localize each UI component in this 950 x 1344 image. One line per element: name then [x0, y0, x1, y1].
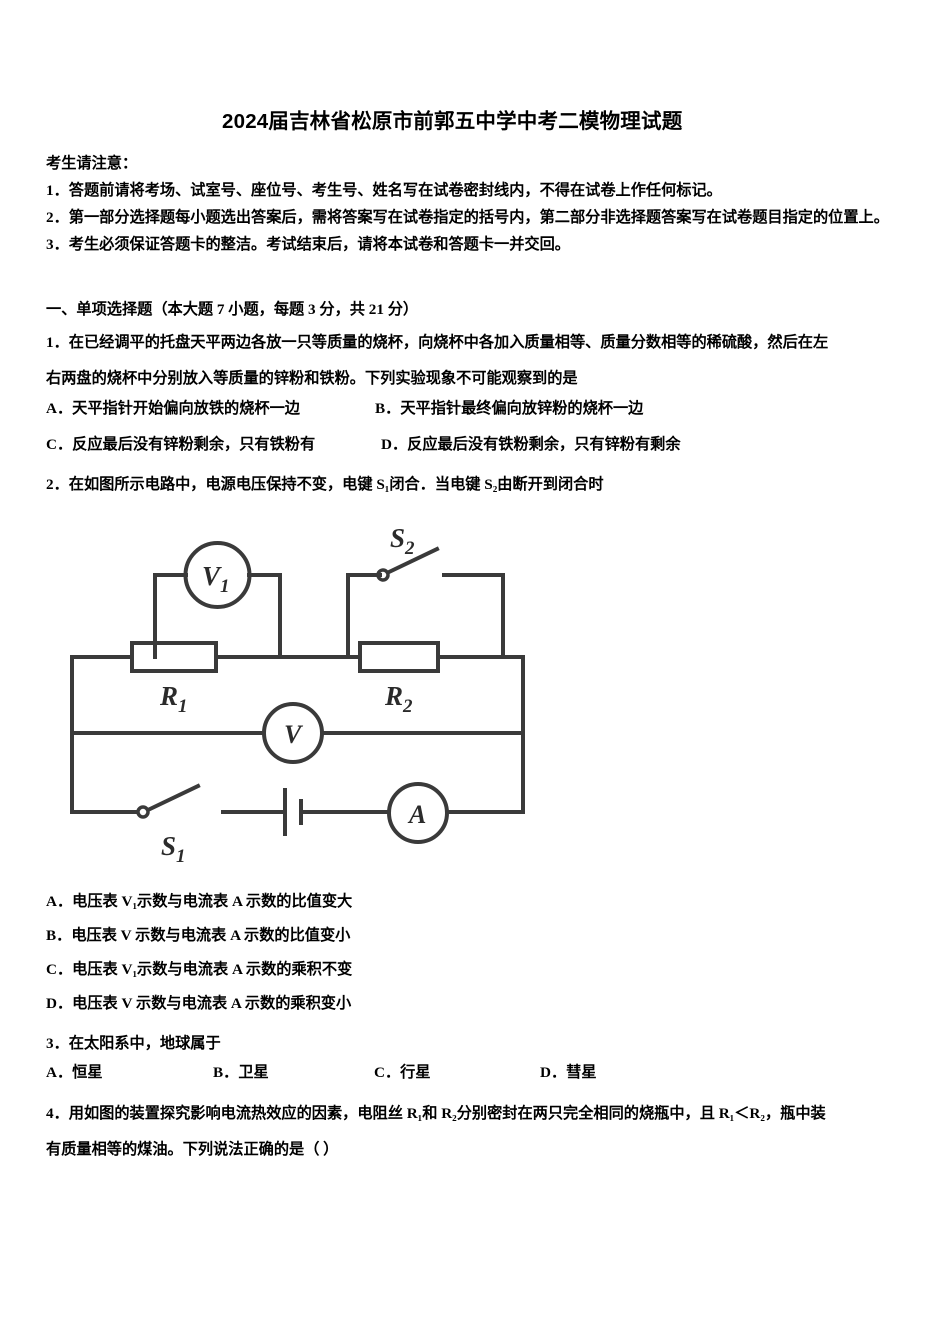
resistor-r1-label: R1: [159, 681, 188, 717]
notice-item-1: 1．答题前请将考场、试室号、座位号、考生号、姓名写在试卷密封线内，不得在试卷上作…: [46, 182, 722, 199]
section-heading: 一、单项选择题（本大题 7 小题，每题 3 分，共 21 分）: [46, 301, 419, 318]
candidate-notice: 考生请注意： 1．答题前请将考场、试室号、座位号、考生号、姓名写在试卷密封线内，…: [46, 150, 918, 258]
switch-s1-label: S1: [161, 831, 186, 867]
question-1-option-c[interactable]: C．反应最后没有锌粉剩余，只有铁粉有: [46, 436, 316, 453]
question-3-option-b[interactable]: B．卫星: [213, 1064, 269, 1081]
switch-s2-blade: [386, 546, 440, 575]
question-1-stem-line-2: 右两盘的烧杯中分别放入等质量的锌粉和铁粉。下列实验现象不可能观察到的是: [46, 370, 578, 387]
switch-s2-label: S2: [390, 523, 415, 559]
question-3-option-c[interactable]: C．行星: [374, 1064, 431, 1081]
question-2-option-b[interactable]: B．电压表 V 示数与电流表 A 示数的比值变小: [46, 927, 351, 944]
resistor-r2-label: R2: [384, 681, 413, 717]
question-2-option-a[interactable]: A．电压表 V₁示数与电流表 A 示数的比值变大: [46, 893, 353, 910]
question-3-option-d[interactable]: D．彗星: [540, 1064, 597, 1081]
resistor-r1-body: [130, 641, 218, 673]
question-2-stem: 2．在如图所示电路中，电源电压保持不变，电键 S₁闭合．当电键 S₂由断开到闭合…: [46, 476, 604, 493]
question-3-option-a[interactable]: A．恒星: [46, 1064, 103, 1081]
circuit-diagram-question-2: V1 V A R1 R2 S1 S2: [55, 515, 555, 875]
question-4-stem-line-2: 有质量相等的煤油。下列说法正确的是（ ）: [46, 1141, 339, 1158]
question-1-option-b[interactable]: B．天平指针最终偏向放锌粉的烧杯一边: [375, 400, 644, 417]
voltmeter-v1-body: [183, 541, 252, 609]
ammeter-a-body: [387, 782, 449, 844]
ammeter-a-label: A: [407, 800, 426, 829]
voltmeter-v-label: V: [284, 720, 304, 749]
question-4-stem-line-1: 4．用如图的装置探究影响电流热效应的因素，电阻丝 R₁和 R₂分别密封在两只完全…: [46, 1105, 826, 1122]
switch-s1-pivot: [136, 805, 150, 819]
switch-s1-blade: [147, 783, 201, 812]
question-2-option-c[interactable]: C．电压表 V₁示数与电流表 A 示数的乘积不变: [46, 961, 353, 978]
question-1-stem-line-1: 1．在已经调平的托盘天平两边各放一只等质量的烧杯，向烧杯中各加入质量相等、质量分…: [46, 334, 829, 351]
question-1-option-d[interactable]: D．反应最后没有铁粉剩余，只有锌粉有剩余: [381, 436, 681, 453]
notice-item-3: 3．考生必须保证答题卡的整洁。考试结束后，请将本试卷和答题卡一并交回。: [46, 236, 570, 253]
question-1-option-a[interactable]: A．天平指针开始偏向放铁的烧杯一边: [46, 400, 300, 417]
notice-item-2: 2．第一部分选择题每小题选出答案后，需将答案写在试卷指定的括号内，第二部分非选择…: [46, 209, 889, 226]
resistor-r2-body: [358, 641, 440, 673]
voltmeter-v-body: [262, 702, 324, 764]
page-title: 2024届吉林省松原市前郭五中学中考二模物理试题: [222, 110, 683, 133]
voltmeter-v1-label: V1: [202, 561, 230, 597]
question-2-option-d[interactable]: D．电压表 V 示数与电流表 A 示数的乘积变小: [46, 995, 352, 1012]
switch-s2-pivot: [376, 568, 390, 582]
question-3-stem: 3．在太阳系中，地球属于: [46, 1035, 221, 1052]
notice-heading: 考生请注意：: [46, 155, 138, 172]
